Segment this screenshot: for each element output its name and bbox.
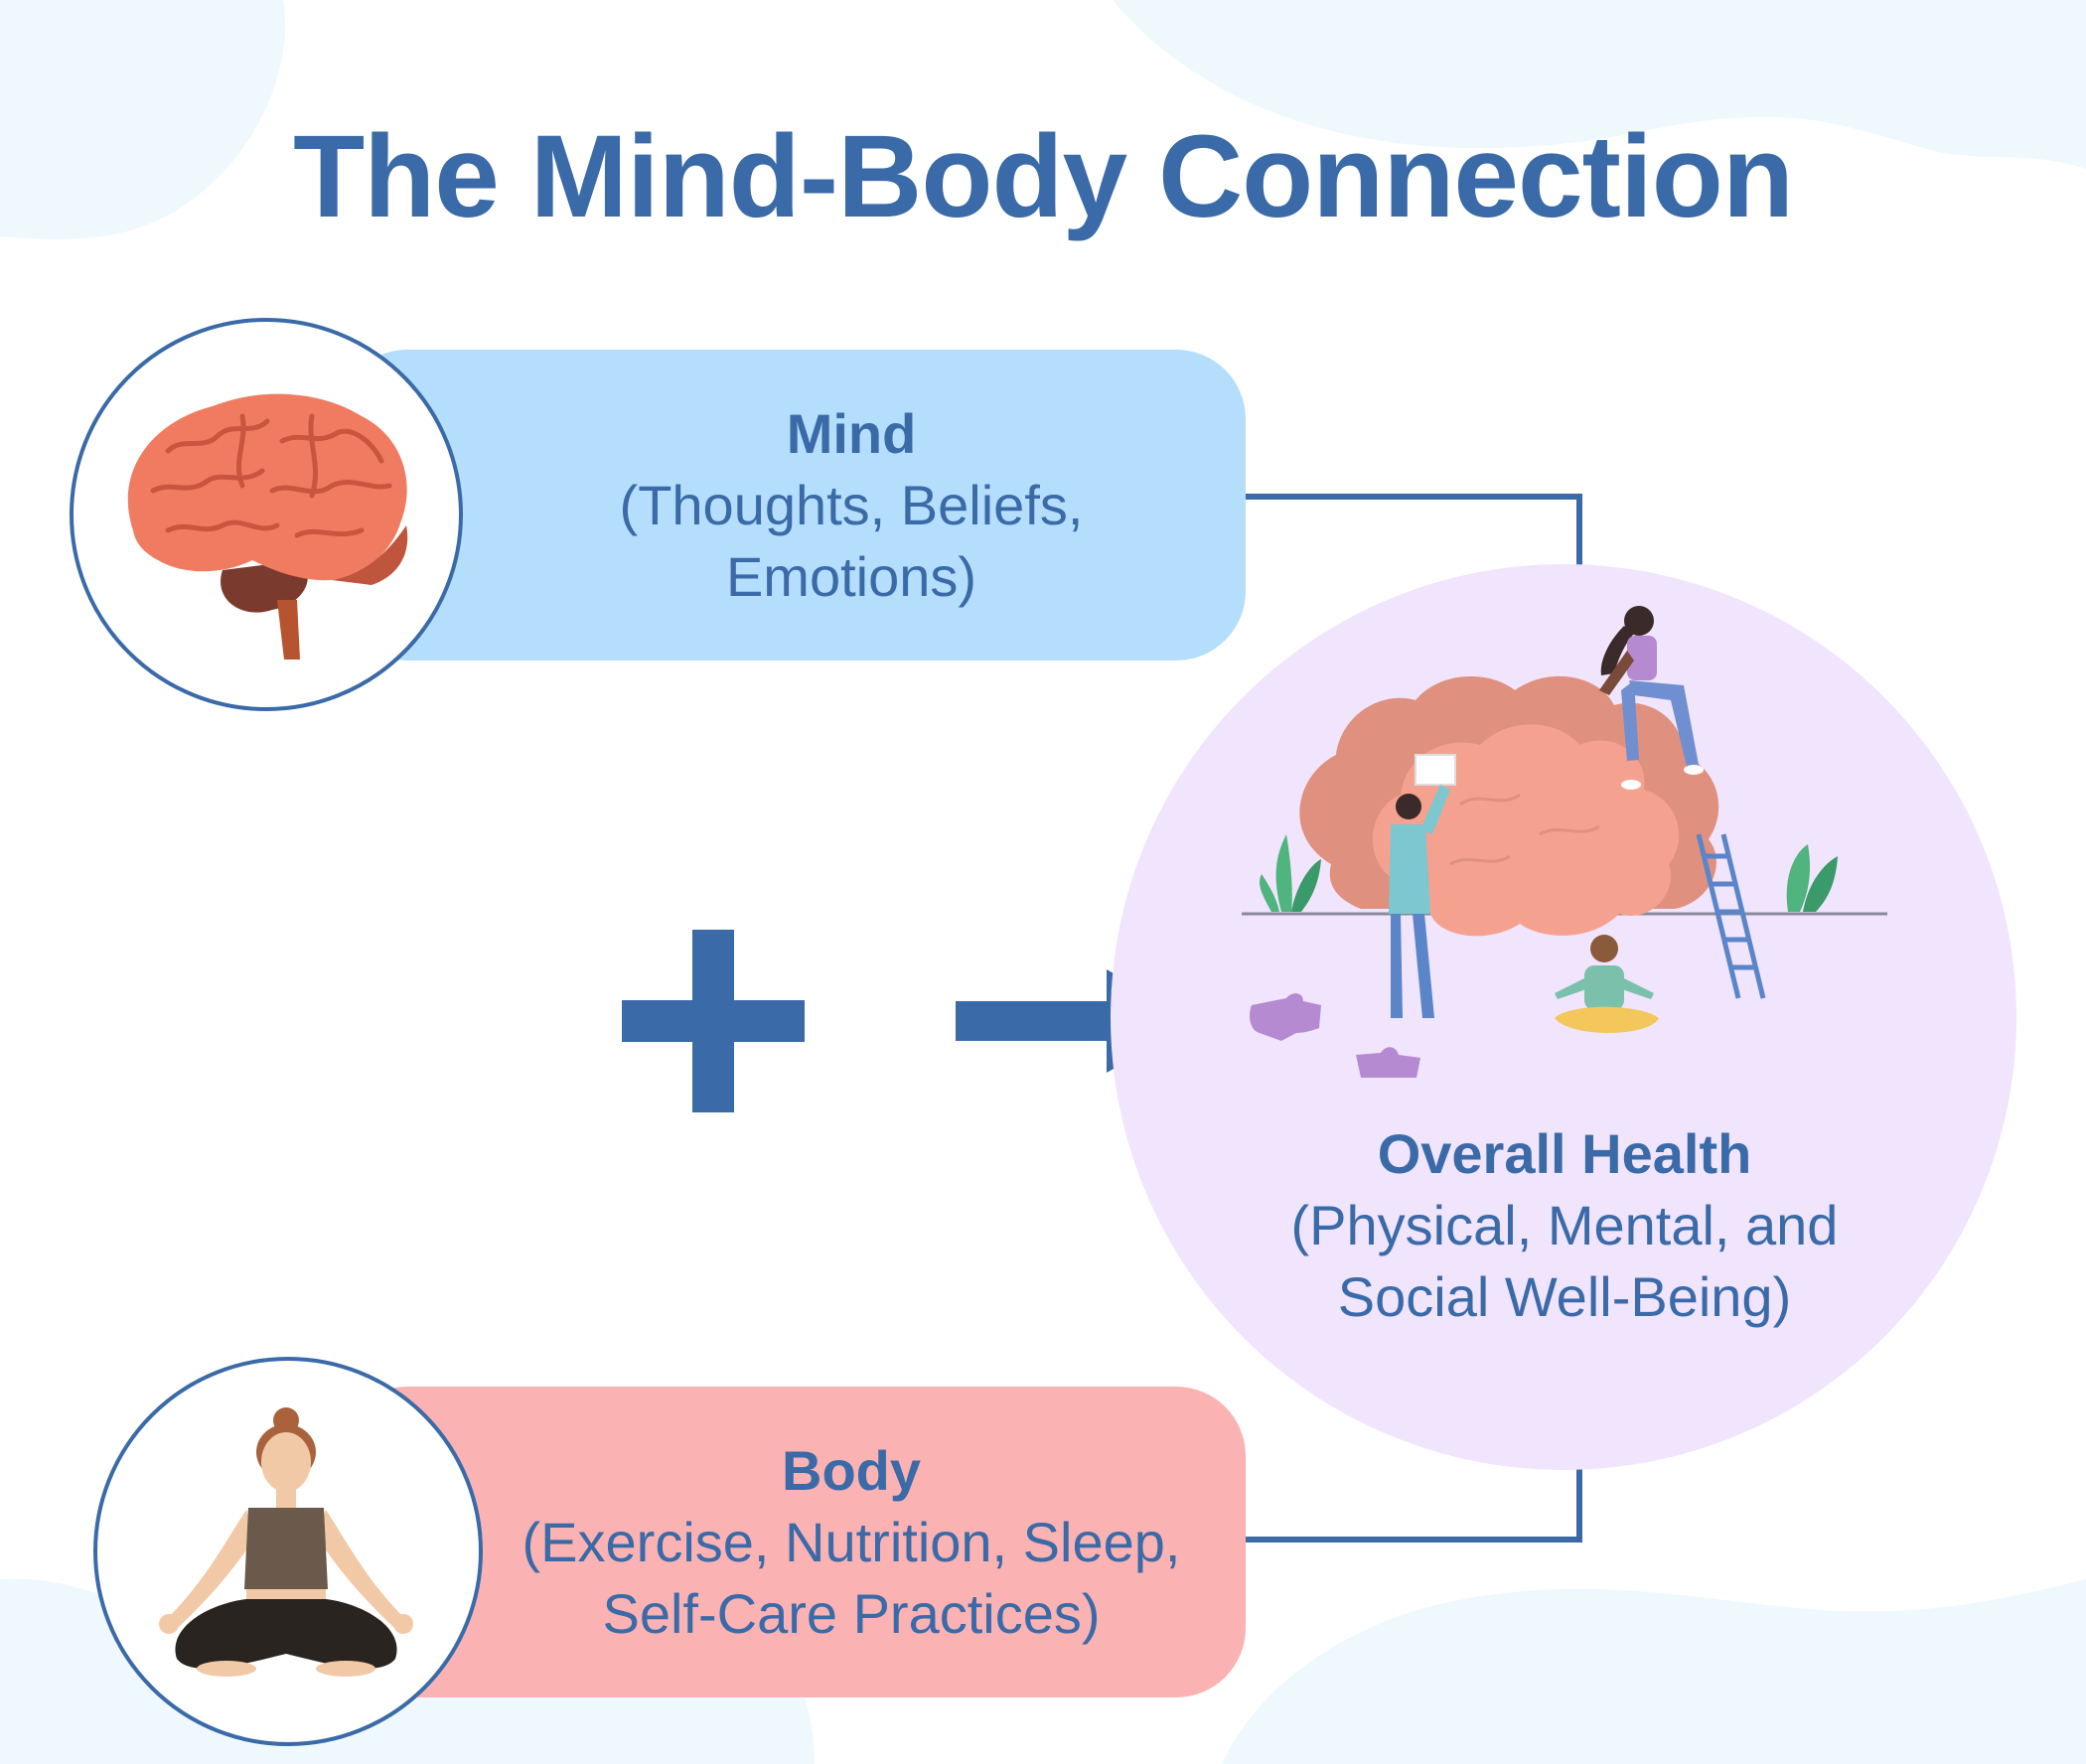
plus-icon xyxy=(622,930,805,1112)
body-box: Body (Exercise, Nutrition, Sleep, Self-C… xyxy=(338,1387,1246,1697)
body-heading: Body xyxy=(782,1438,921,1502)
mind-heading: Mind xyxy=(786,401,917,465)
blob-top-right xyxy=(1113,0,2086,169)
body-line-2: Self-Care Practices) xyxy=(602,1581,1101,1645)
mind-connector-line xyxy=(1246,494,1582,568)
mind-box: Mind (Thoughts, Beliefs, Emotions) xyxy=(338,350,1246,661)
brain-teamwork-illustration xyxy=(1242,606,1887,1078)
body-connector-line xyxy=(1246,1468,1582,1543)
brain-icon xyxy=(127,393,408,660)
meditating-woman-icon xyxy=(159,1407,413,1677)
mind-line-1: (Thoughts, Beliefs, xyxy=(619,473,1084,536)
page-title: The Mind-Body Connection xyxy=(293,111,1794,242)
overall-line-1: (Physical, Mental, and xyxy=(1290,1194,1839,1256)
body-line-1: (Exercise, Nutrition, Sleep, xyxy=(522,1510,1181,1573)
overall-line-2: Social Well-Being) xyxy=(1337,1265,1792,1328)
overall-health-text: Overall Health (Physical, Mental, and So… xyxy=(1152,1118,1977,1333)
mind-line-2: Emotions) xyxy=(725,544,977,608)
blob-bottom-right xyxy=(1222,1579,2086,1764)
blob-top-left xyxy=(0,0,286,240)
overall-heading: Overall Health xyxy=(1377,1122,1752,1185)
yoga-icon-circle xyxy=(93,1357,483,1746)
brain-icon-circle xyxy=(70,318,463,711)
